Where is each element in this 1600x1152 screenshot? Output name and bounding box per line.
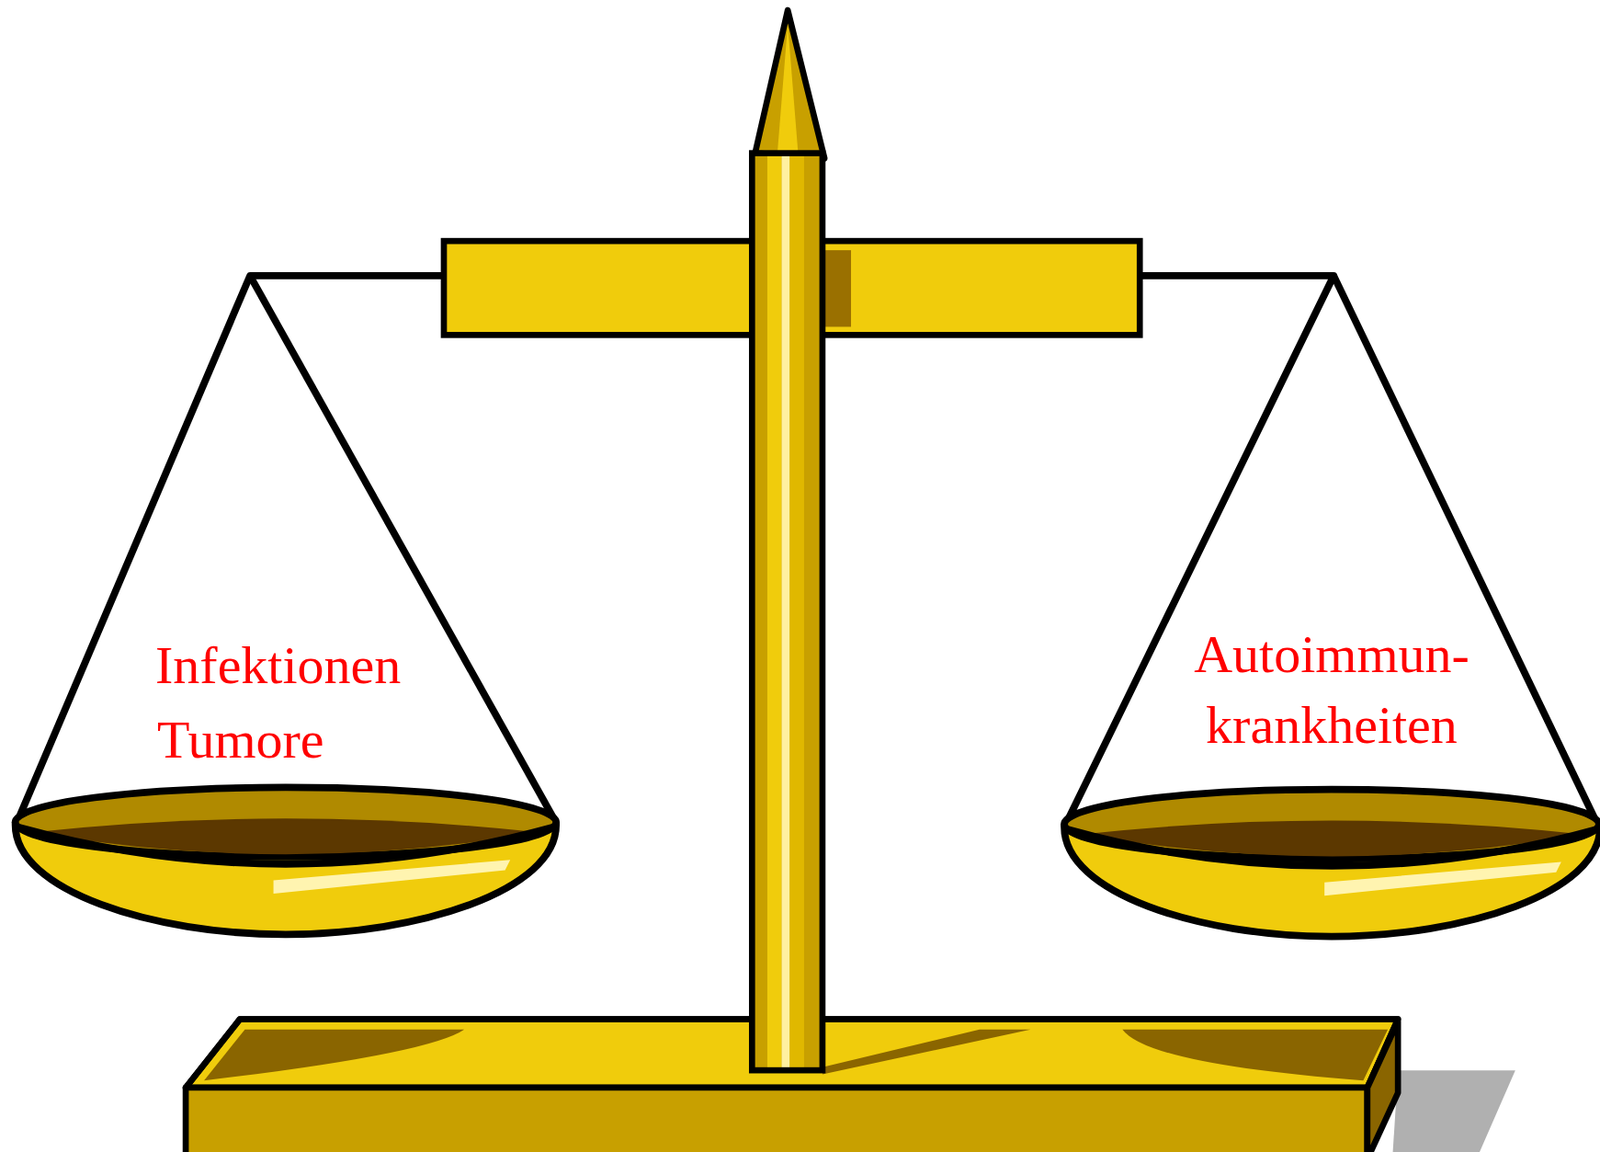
infection-label: Infektionen (155, 635, 401, 696)
base-shadow (1393, 1069, 1516, 1152)
scale-pointer (755, 10, 826, 159)
left-pan (15, 786, 557, 934)
tumor-label: Tumore (157, 709, 325, 771)
autoimmune-label: Autoimmun- krankheiten (1193, 618, 1470, 761)
right-pan (1064, 789, 1600, 937)
scale-pole (751, 153, 823, 1071)
